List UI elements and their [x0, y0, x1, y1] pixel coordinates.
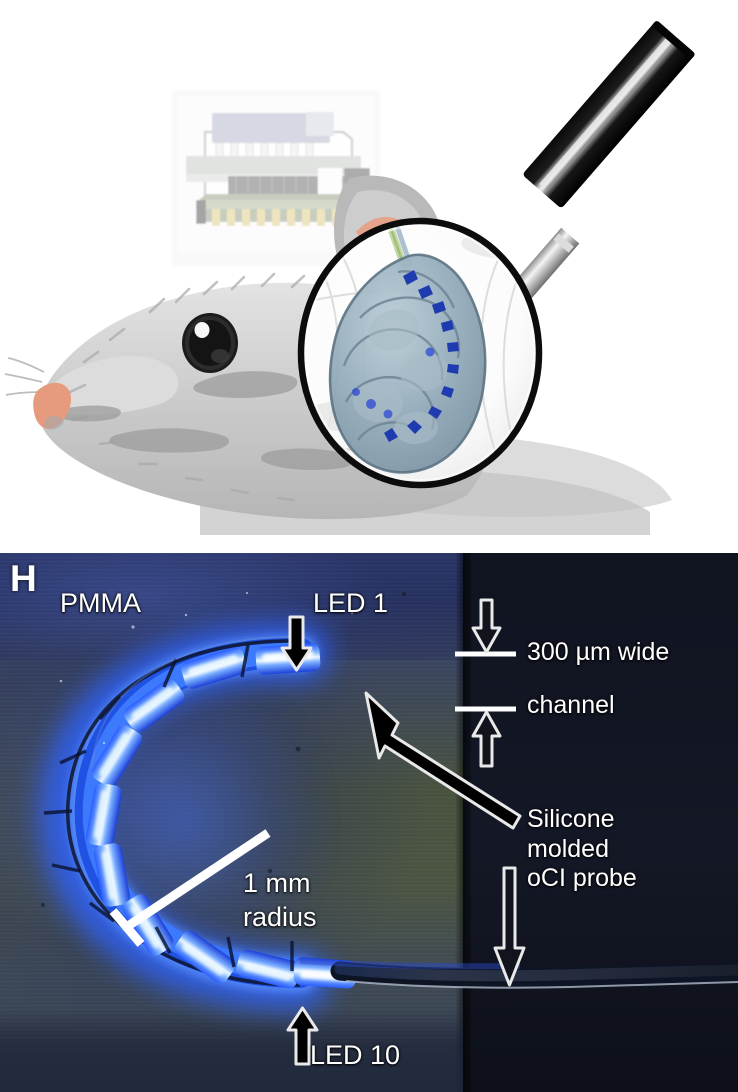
probe-desc-line-1: Silicone [527, 805, 615, 833]
slab-bottom-shading [0, 1008, 463, 1092]
panel-letter-h: H [10, 558, 37, 599]
pcb-headstage-connector [172, 90, 380, 266]
probe-desc-line-3: oCI probe [527, 864, 637, 892]
panel-top-illustration [4, 21, 695, 535]
label-led-10: LED 10 [310, 1040, 401, 1070]
magnifying-glass [297, 21, 695, 489]
cochlea-with-probe [328, 253, 487, 474]
label-radius-value: 1 mm [243, 868, 311, 898]
label-probe-description: Silicone molded oCI probe [527, 805, 637, 894]
probe-desc-line-2: molded [527, 834, 609, 863]
label-channel-word: channel [527, 691, 615, 719]
oci-probe-loop [39, 622, 738, 1012]
mouse-eye [182, 313, 238, 373]
probe-tail-cable [299, 958, 738, 989]
label-led-1: LED 1 [313, 588, 389, 618]
label-channel-width: 300 µm wide [527, 638, 670, 666]
label-pmma: PMMA [60, 588, 141, 618]
label-radius-word: radius [243, 902, 317, 932]
